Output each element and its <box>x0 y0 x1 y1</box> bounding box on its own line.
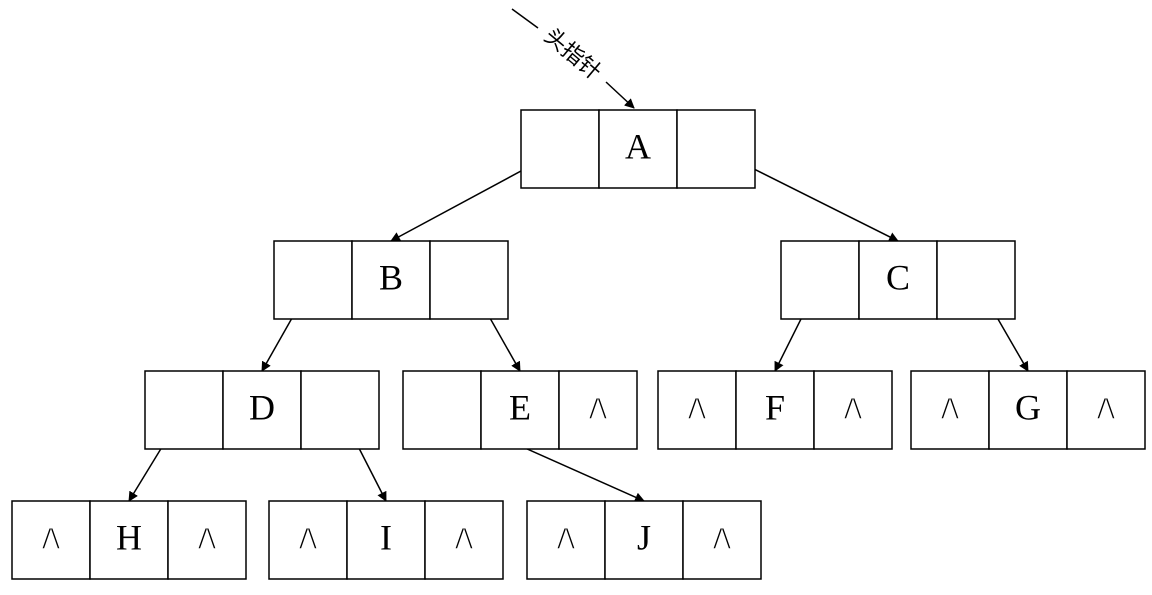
right-pointer-cell <box>429 240 509 320</box>
tree-node-j: /\ J /\ <box>526 500 762 580</box>
head-pointer-arrow <box>605 81 635 109</box>
data-cell <box>346 500 426 580</box>
left-pointer-cell <box>268 500 348 580</box>
null-pointer-symbol: /\ <box>942 392 959 425</box>
null-pointer-symbol: /\ <box>43 522 60 555</box>
null-pointer-symbol: /\ <box>1098 392 1115 425</box>
tree-node-i: /\ I /\ <box>268 500 504 580</box>
right-pointer-cell <box>558 370 638 450</box>
node-label: J <box>637 517 651 557</box>
node-label: E <box>509 387 531 427</box>
tree-node-e: E /\ <box>402 370 638 450</box>
tree-node-f: /\ F /\ <box>657 370 893 450</box>
left-pointer-cell <box>910 370 990 450</box>
data-cell <box>858 240 938 320</box>
node-label: I <box>380 517 392 557</box>
null-pointer-symbol: /\ <box>456 522 473 555</box>
node-label: F <box>765 387 785 427</box>
node-label: G <box>1015 387 1041 427</box>
right-pointer-cell <box>682 500 762 580</box>
data-cell <box>480 370 560 450</box>
tree-node-c: C <box>780 240 1016 320</box>
null-pointer-symbol: /\ <box>845 392 862 425</box>
node-label: B <box>379 257 403 297</box>
left-pointer-cell <box>273 240 353 320</box>
nodes-layer: A B C D E /\ /\ F /\ /\ G /\ /\ H /\ /\ I /\ /\ J /\ <box>11 109 1146 580</box>
tree-node-a: A <box>520 109 756 189</box>
right-pointer-cell <box>676 109 756 189</box>
left-pointer-cell <box>144 370 224 450</box>
left-pointer-cell <box>11 500 91 580</box>
head-pointer-label: 头指针 <box>539 24 606 86</box>
right-pointer-cell <box>167 500 247 580</box>
node-label: A <box>625 126 651 166</box>
null-pointer-symbol: /\ <box>199 522 216 555</box>
left-pointer-cell <box>402 370 482 450</box>
null-pointer-symbol: /\ <box>558 522 575 555</box>
data-cell <box>988 370 1068 450</box>
right-pointer-cell <box>424 500 504 580</box>
tree-node-h: /\ H /\ <box>11 500 247 580</box>
node-label: C <box>886 257 910 297</box>
data-cell <box>222 370 302 450</box>
data-cell <box>735 370 815 450</box>
right-pointer-cell <box>813 370 893 450</box>
right-pointer-cell <box>300 370 380 450</box>
left-pointer-cell <box>526 500 606 580</box>
data-cell <box>351 240 431 320</box>
left-pointer-cell <box>657 370 737 450</box>
tree-node-g: /\ G /\ <box>910 370 1146 450</box>
head-pointer: 头指针 <box>511 8 635 109</box>
null-pointer-symbol: /\ <box>689 392 706 425</box>
left-pointer-cell <box>780 240 860 320</box>
node-label: D <box>249 387 275 427</box>
null-pointer-symbol: /\ <box>300 522 317 555</box>
head-pointer-line-start <box>511 8 539 29</box>
node-label: H <box>116 517 142 557</box>
right-pointer-cell <box>936 240 1016 320</box>
null-pointer-symbol: /\ <box>714 522 731 555</box>
tree-node-b: B <box>273 240 509 320</box>
right-pointer-cell <box>1066 370 1146 450</box>
left-pointer-cell <box>520 109 600 189</box>
null-pointer-symbol: /\ <box>590 392 607 425</box>
tree-node-d: D <box>144 370 380 450</box>
